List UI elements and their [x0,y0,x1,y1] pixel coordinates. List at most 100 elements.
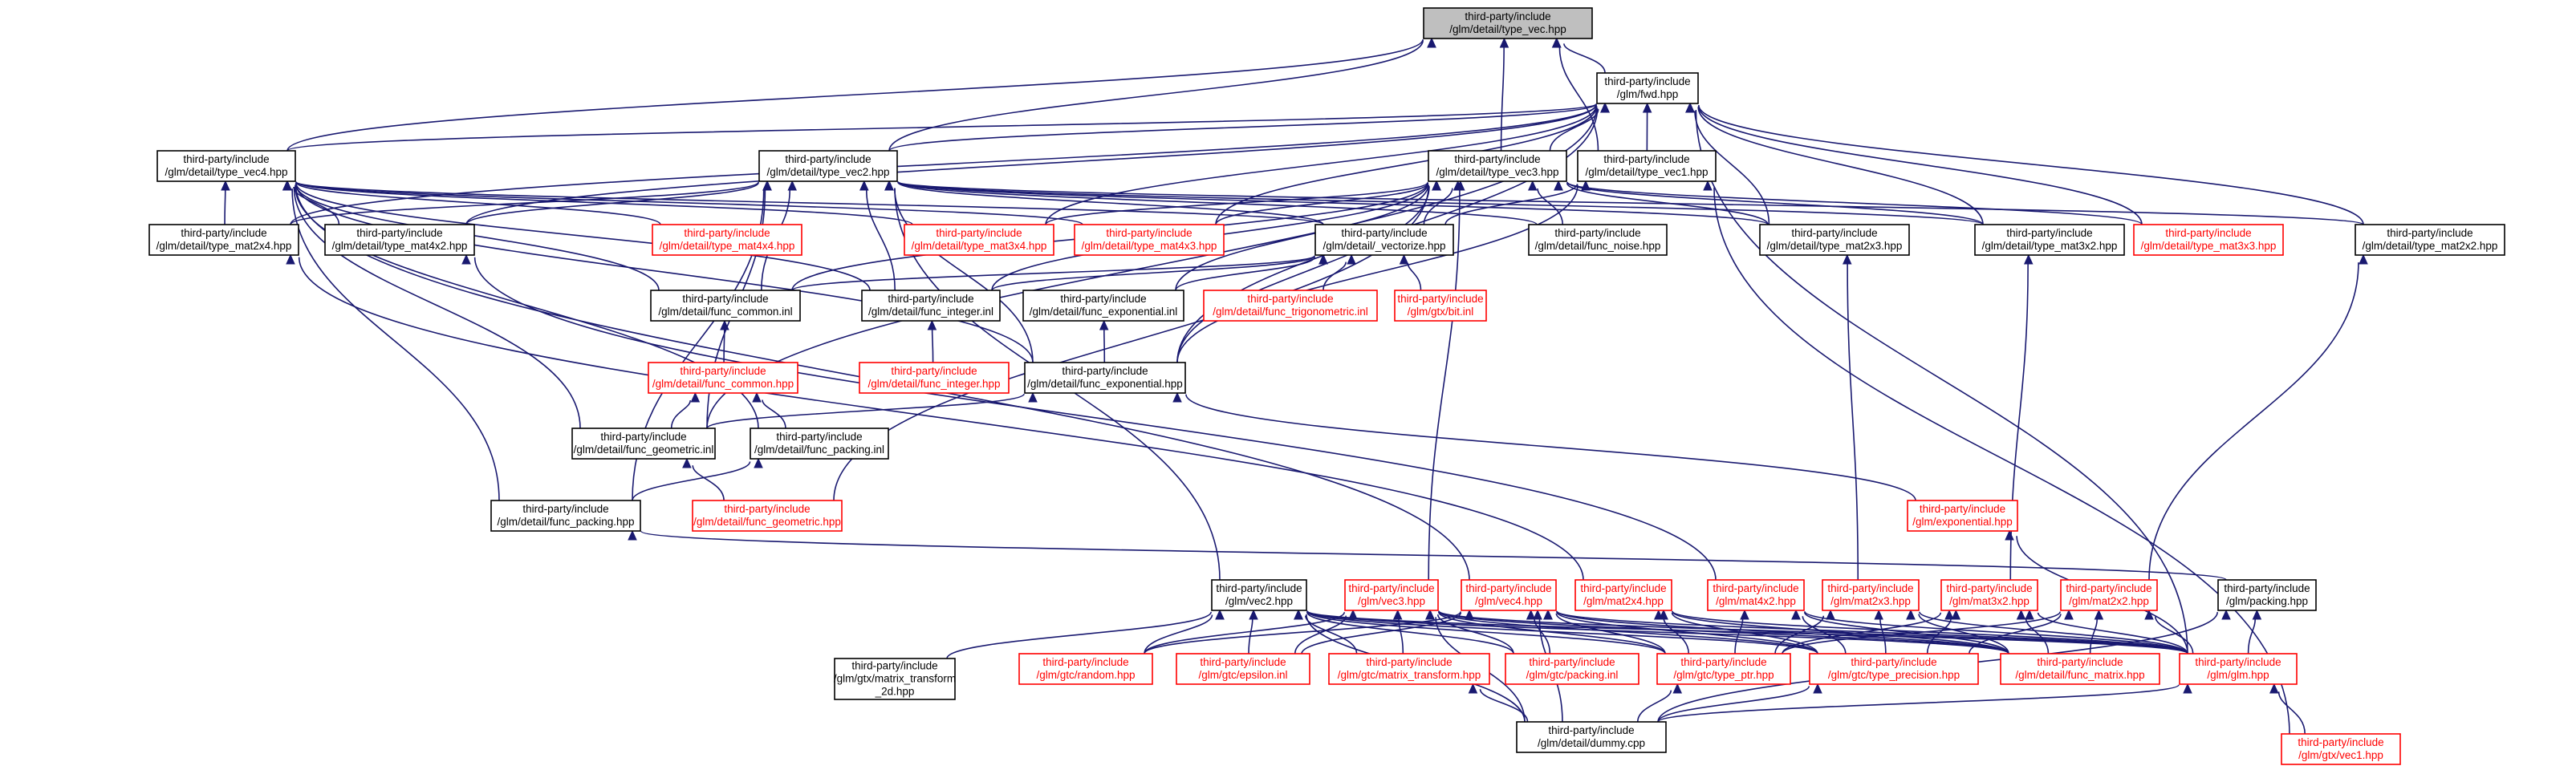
edge-gtxmt2d-to-vec2 [946,609,1225,659]
node-fwd[interactable]: third-party/include/glm/fwd.hpp [1596,72,1699,104]
node-typeprec[interactable]: third-party/include/glm/gtc/type_precisi… [1809,653,1979,685]
edge-fmatrix-to-mat2x2 [2089,609,2104,654]
node-fgeomhpp[interactable]: third-party/include/glm/detail/func_geom… [692,500,843,532]
node-box [1461,579,1557,611]
node-m3x4[interactable]: third-party/include/glm/detail/type_mat3… [904,224,1054,256]
node-gtcmt[interactable]: third-party/include/glm/gtc/matrix_trans… [1328,653,1490,685]
node-gtxvec1[interactable]: third-party/include/glm/gtx/vec1.hpp [2281,733,2401,765]
node-m2x4[interactable]: third-party/include/glm/detail/type_mat2… [148,224,299,256]
node-mat2x2[interactable]: third-party/include/glm/mat2x2.hpp [2060,579,2158,611]
node-m4x4[interactable]: third-party/include/glm/detail/type_mat4… [652,224,802,256]
node-fpackhpp[interactable]: third-party/include/glm/detail/func_pack… [490,500,641,532]
node-mat4x2[interactable]: third-party/include/glm/mat4x2.hpp [1707,579,1805,611]
edge-line [1694,111,1770,225]
node-box [2355,224,2505,256]
node-mat2x3[interactable]: third-party/include/glm/mat2x3.hpp [1822,579,1920,611]
edge-line [295,180,1324,225]
edge-line [706,393,1025,429]
node-m3x2[interactable]: third-party/include/glm/detail/type_mat3… [1974,224,2125,256]
node-label-line: third-party/include [1680,656,1766,668]
node-packing[interactable]: third-party/include/glm/packing.hpp [2217,579,2317,611]
node-m2x3[interactable]: third-party/include/glm/detail/type_mat2… [1759,224,1910,256]
node-gtcpack[interactable]: third-party/include/glm/gtc/packing.inl [1505,653,1639,685]
node-glm[interactable]: third-party/include/glm/glm.hpp [2179,653,2298,685]
edge-line [1500,47,1505,152]
edge-line [692,465,725,501]
node-tvec3[interactable]: third-party/include/glm/detail/type_vec3… [1428,150,1567,182]
edge-line [1734,618,1744,654]
node-gtxbit[interactable]: third-party/include/glm/gtx/bit.inl [1394,290,1487,322]
node-dummy[interactable]: third-party/include/glm/detail/dummy.cpp [1516,721,1667,753]
edge-line [1657,686,1810,723]
node-label-line: third-party/include [1580,582,1666,594]
arrowhead [1347,253,1356,265]
node-fintinl[interactable]: third-party/include/glm/detail/func_inte… [861,290,1001,322]
node-tvec1[interactable]: third-party/include/glm/detail/type_vec1… [1577,150,1717,182]
node-vectorize[interactable]: third-party/include/glm/detail/_vectoriz… [1314,224,1454,256]
node-m4x2[interactable]: third-party/include/glm/detail/type_mat4… [324,224,475,256]
node-fpackinl[interactable]: third-party/include/glm/detail/func_pack… [750,428,889,460]
node-box [1428,150,1567,182]
node-finthpp[interactable]: third-party/include/glm/detail/func_inte… [859,362,1010,394]
node-tvec2[interactable]: third-party/include/glm/detail/type_vec2… [758,150,898,182]
node-fgeominl[interactable]: third-party/include/glm/detail/func_geom… [571,428,716,460]
node-label-line: /glm/mat2x3.hpp [1830,595,1911,607]
arrowhead [1659,609,1668,620]
node-label-line: third-party/include [356,227,442,239]
node-box [1707,579,1805,611]
edge-fgeominl-to-fexphpp [706,391,1038,429]
edge-line [1563,43,1606,74]
node-label-line: third-party/include [724,503,810,515]
node-fnoise[interactable]: third-party/include/glm/detail/func_nois… [1528,224,1668,256]
node-label-line: third-party/include [680,365,766,377]
node-box [758,150,898,182]
node-ftrig[interactable]: third-party/include/glm/detail/func_trig… [1203,290,1378,322]
node-gtxmt2d[interactable]: third-party/include/glm/gtx/matrix_trans… [834,658,956,700]
node-epsilon[interactable]: third-party/include/glm/gtc/epsilon.inl [1176,653,1310,685]
node-typeptr[interactable]: third-party/include/glm/gtc/type_ptr.hpp [1656,653,1791,685]
edge-gtcmt-to-vec3 [1392,609,1404,654]
node-box [1203,290,1378,322]
node-fcommoninl[interactable]: third-party/include/glm/detail/func_comm… [650,290,801,322]
arrowhead [1468,683,1478,694]
edge-line [2025,618,2050,654]
node-m4x3[interactable]: third-party/include/glm/detail/type_mat4… [1074,224,1225,256]
node-random[interactable]: third-party/include/glm/gtc/random.hpp [1018,653,1153,685]
node-label-line: /glm/detail/type_mat2x3.hpp [1767,240,1903,252]
edge-typeprec-to-mat2x2 [1969,609,2074,654]
node-label-line: third-party/include [2037,656,2123,668]
node-m2x2[interactable]: third-party/include/glm/detail/type_mat2… [2355,224,2505,256]
node-box [1596,72,1699,104]
edge-glm-to-mat4x2 [1791,609,2188,654]
arrowhead [1249,609,1258,620]
node-label-line: third-party/include [1851,656,1936,668]
arrowhead [1533,609,1542,620]
node-vec2[interactable]: third-party/include/glm/vec2.hpp [1211,579,1307,611]
edge-line [723,329,725,363]
node-label-line: third-party/include [1603,153,1689,165]
arrowhead [1842,253,1852,265]
edge-fexphpp-to-fexpinl [1099,319,1109,363]
node-tvec4[interactable]: third-party/include/glm/detail/type_vec4… [156,150,296,182]
node-fexphpp[interactable]: third-party/include/glm/detail/func_expo… [1024,362,1186,394]
edge-m4x2-to-tvec2 [465,180,772,225]
node-m3x3[interactable]: third-party/include/glm/detail/type_mat3… [2133,224,2284,256]
node-fexpinl[interactable]: third-party/include/glm/detail/func_expo… [1022,290,1184,322]
node-fcommonhpp[interactable]: third-party/include/glm/detail/func_comm… [648,362,798,394]
edge-line [946,611,1212,659]
node-mat3x2[interactable]: third-party/include/glm/mat3x2.hpp [1940,579,2038,611]
edge-expo-to-fexphpp [1172,391,1916,501]
node-label-line: /glm/detail/func_exponential.inl [1030,306,1178,318]
arrowhead [1432,180,1441,191]
edge-tvec3-to-root [1499,37,1509,152]
node-fmatrix[interactable]: third-party/include/glm/detail/func_matr… [2000,653,2160,685]
node-label-line: third-party/include [1604,75,1690,87]
node-vec3[interactable]: third-party/include/glm/vec3.hpp [1344,579,1439,611]
edge-line [286,103,1597,152]
node-expo[interactable]: third-party/include/glm/exponential.hpp [1907,500,2018,532]
node-vec4[interactable]: third-party/include/glm/vec4.hpp [1461,579,1557,611]
node-label-line: /glm/detail/type_mat3x3.hpp [2141,240,2277,252]
node-box [650,290,801,322]
arrowhead [2025,609,2034,620]
node-mat2x4[interactable]: third-party/include/glm/mat2x4.hpp [1574,579,1672,611]
